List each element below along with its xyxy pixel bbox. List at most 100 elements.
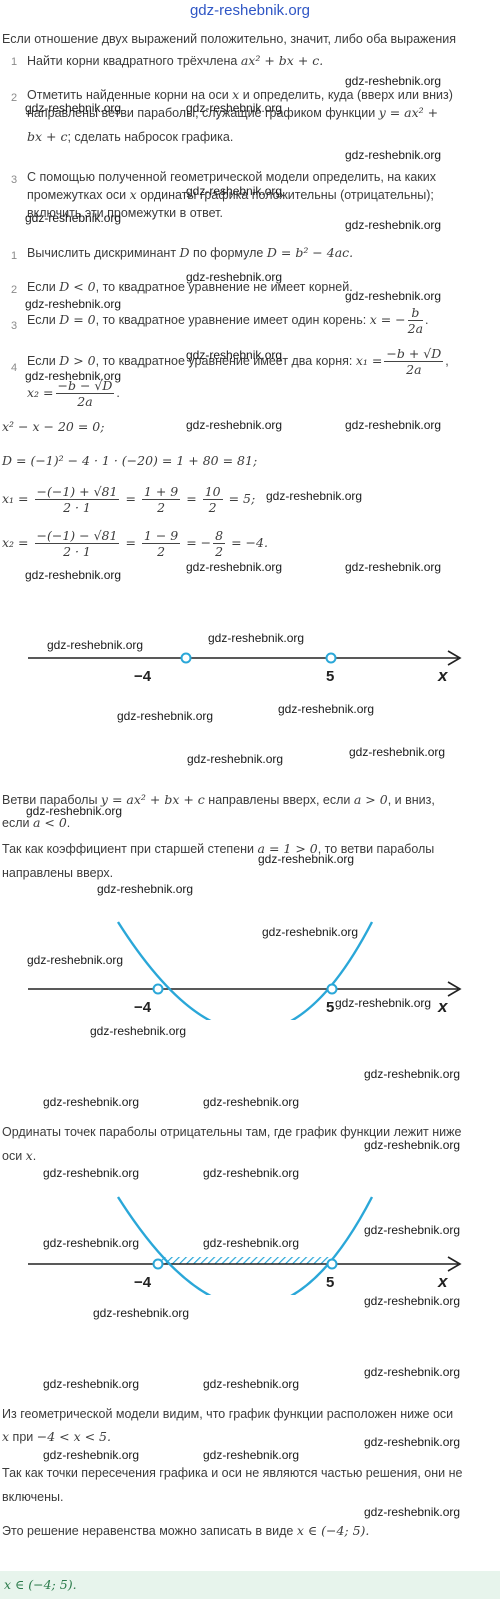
step-number: 1 bbox=[11, 56, 18, 68]
watermark: gdz-reshebnik.org bbox=[97, 882, 194, 896]
watermark: gdz-reshebnik.org bbox=[203, 1095, 300, 1109]
watermark: gdz-reshebnik.org bbox=[186, 101, 283, 115]
watermark: gdz-reshebnik.org bbox=[345, 418, 442, 432]
conclusion-line-2: x при −4 < x < 5. bbox=[2, 1429, 111, 1444]
watermark: gdz-reshebnik.org bbox=[364, 1294, 461, 1308]
root-point-left bbox=[180, 652, 192, 664]
root-label-left: −4 bbox=[134, 1274, 152, 1291]
conclusion-line-1: Из геометрической модели видим, что граф… bbox=[2, 1407, 454, 1421]
parabola-curve bbox=[116, 1196, 374, 1295]
watermark: gdz-reshebnik.org bbox=[43, 1095, 140, 1109]
watermark: gdz-reshebnik.org bbox=[364, 1223, 461, 1237]
watermark: gdz-reshebnik.org bbox=[208, 631, 305, 645]
parabola-sketch: −4 5 x bbox=[28, 921, 462, 1020]
watermark: gdz-reshebnik.org bbox=[187, 752, 284, 766]
watermark: gdz-reshebnik.org bbox=[47, 638, 144, 652]
watermark: gdz-reshebnik.org bbox=[364, 1365, 461, 1379]
root-point-left bbox=[152, 983, 164, 995]
watermark: gdz-reshebnik.org bbox=[43, 1448, 140, 1462]
root-point-right bbox=[325, 652, 337, 664]
step-number: 2 bbox=[11, 92, 18, 104]
watermark: gdz-reshebnik.org bbox=[335, 996, 432, 1010]
watermark: gdz-reshebnik.org bbox=[203, 1166, 300, 1180]
conclusion-line-3: Так как точки пересечения графика и оси … bbox=[2, 1466, 463, 1480]
root-point-right bbox=[326, 1258, 338, 1270]
root-point-right bbox=[326, 983, 338, 995]
step-number: 2 bbox=[11, 284, 18, 296]
watermark: gdz-reshebnik.org bbox=[25, 369, 122, 383]
disc-step-1: Вычислить дискриминант D по формуле D = … bbox=[27, 245, 354, 260]
step-1: Найти корни квадратного трёхчлена ax² + … bbox=[27, 53, 324, 68]
watermark: gdz-reshebnik.org bbox=[364, 1505, 461, 1519]
step-number: 1 bbox=[11, 250, 18, 262]
disc-step-3: Если D = 0, то квадратное уравнение имее… bbox=[27, 305, 429, 336]
ordinates-line-2: оси x. bbox=[2, 1148, 37, 1163]
branches-p2b: направлены вверх. bbox=[2, 866, 114, 880]
watermark: gdz-reshebnik.org bbox=[364, 1138, 461, 1152]
branches-p1b: если a < 0. bbox=[2, 815, 71, 830]
axis-arrow-icon bbox=[447, 981, 462, 997]
watermark: gdz-reshebnik.org bbox=[27, 953, 124, 967]
disc-step-4: Если D > 0, то квадратное уравнение имее… bbox=[27, 346, 449, 377]
watermark: gdz-reshebnik.org bbox=[43, 1377, 140, 1391]
watermark: gdz-reshebnik.org bbox=[345, 289, 442, 303]
number-line-roots: −4 5 x bbox=[28, 650, 462, 685]
conclusion-line-5: Это решение неравенства можно записать в… bbox=[2, 1523, 370, 1538]
watermark: gdz-reshebnik.org bbox=[278, 702, 375, 716]
root-point-left bbox=[152, 1258, 164, 1270]
watermark: gdz-reshebnik.org bbox=[26, 804, 123, 818]
watermark: gdz-reshebnik.org bbox=[117, 709, 214, 723]
intro-text: Если отношение двух выражений положитель… bbox=[2, 32, 457, 46]
answer-text: x ∈ (−4; 5). bbox=[4, 1577, 77, 1592]
root-label-right: 5 bbox=[326, 1274, 334, 1291]
watermark: gdz-reshebnik.org bbox=[25, 297, 122, 311]
conclusion-line-4: включены. bbox=[2, 1490, 64, 1504]
watermark: gdz-reshebnik.org bbox=[186, 418, 283, 432]
answer-box: x ∈ (−4; 5). bbox=[0, 1571, 500, 1599]
root-label-left: −4 bbox=[134, 999, 152, 1016]
solution-interval-hatch bbox=[160, 1257, 332, 1264]
watermark: gdz-reshebnik.org bbox=[25, 101, 122, 115]
branches-p1: Ветви параболы y = ax² + bx + c направле… bbox=[2, 792, 435, 807]
axis-arrow-icon bbox=[447, 1256, 462, 1272]
root-label-right: 5 bbox=[326, 668, 334, 685]
watermark: gdz-reshebnik.org bbox=[345, 74, 442, 88]
parabola-interval: −4 5 x bbox=[28, 1196, 462, 1295]
step-number: 4 bbox=[11, 362, 18, 374]
watermark: gdz-reshebnik.org bbox=[203, 1448, 300, 1462]
axis-arrow-icon bbox=[447, 650, 462, 666]
step-3: С помощью полученной геометрической моде… bbox=[27, 170, 437, 220]
step-number: 3 bbox=[11, 320, 18, 332]
watermark: gdz-reshebnik.org bbox=[345, 560, 442, 574]
watermark: gdz-reshebnik.org bbox=[345, 148, 442, 162]
parabola-curve bbox=[116, 921, 374, 1020]
watermark: gdz-reshebnik.org bbox=[266, 489, 363, 503]
watermark: gdz-reshebnik.org bbox=[43, 1236, 140, 1250]
watermark: gdz-reshebnik.org bbox=[203, 1236, 300, 1250]
step-2: Отметить найденные корни на оси x и опре… bbox=[27, 87, 453, 144]
watermark: gdz-reshebnik.org bbox=[364, 1435, 461, 1449]
equation: x² − x − 20 = 0; bbox=[2, 419, 105, 434]
watermark: gdz-reshebnik.org bbox=[25, 211, 122, 225]
watermark: gdz-reshebnik.org bbox=[93, 1306, 190, 1320]
axis-name: x bbox=[437, 997, 449, 1016]
watermark: gdz-reshebnik.org bbox=[186, 560, 283, 574]
root-label-left: −4 bbox=[134, 668, 152, 685]
site-title[interactable]: gdz-reshebnik.org bbox=[189, 2, 311, 19]
step-number: 3 bbox=[11, 174, 18, 186]
watermark: gdz-reshebnik.org bbox=[25, 568, 122, 582]
axis-name: x bbox=[437, 666, 449, 685]
watermark: gdz-reshebnik.org bbox=[43, 1166, 140, 1180]
watermark: gdz-reshebnik.org bbox=[349, 745, 446, 759]
watermark: gdz-reshebnik.org bbox=[364, 1067, 461, 1081]
disc-step-2: Если D < 0, то квадратное уравнение не и… bbox=[27, 279, 353, 294]
watermark: gdz-reshebnik.org bbox=[262, 925, 359, 939]
watermark: gdz-reshebnik.org bbox=[203, 1377, 300, 1391]
axis-name: x bbox=[437, 1272, 449, 1291]
watermark: gdz-reshebnik.org bbox=[186, 270, 283, 284]
discriminant-calc: D = (−1)² − 4 · 1 · (−20) = 1 + 80 = 81; bbox=[2, 453, 258, 468]
watermark: gdz-reshebnik.org bbox=[90, 1024, 187, 1038]
